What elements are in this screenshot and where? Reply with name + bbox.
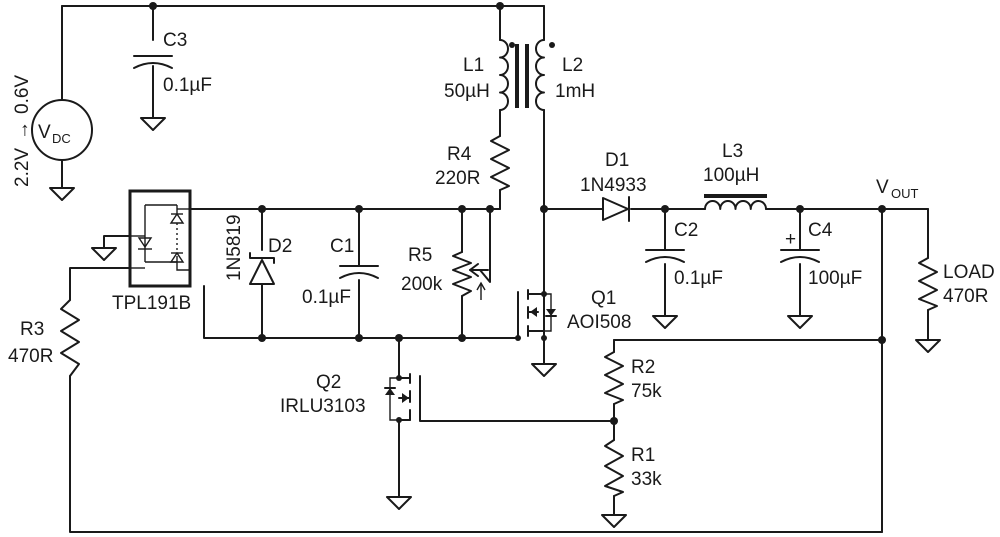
l3-value: 100µH [703,165,759,186]
tpl-name: TPL191B [112,293,191,314]
resistor-r4: R4 220R [435,135,510,191]
q1-value: AOI508 [567,312,631,333]
c3-value: 0.1µF [163,75,212,96]
diode-d2: D2 1N5819 [224,214,292,285]
r2-name: R2 [631,357,655,378]
resistor-r2: R2 75k [604,351,662,405]
resistor-load: LOAD 470R [918,257,995,311]
d1-value: 1N4933 [580,175,647,196]
c1-value: 0.1µF [302,287,351,308]
mosfet-q2: Q2 IRLU3103 [280,372,421,423]
q2-name: Q2 [316,372,341,393]
junction-dots [149,2,886,425]
r2-value: 75k [631,381,662,402]
c2-value: 0.1µF [674,268,723,289]
c4-polarity: + [785,229,796,250]
vdc-source: V DC 2.2V → 0.6V [12,75,93,187]
mosfet-q1: Q1 AOI508 [515,288,631,341]
c4-value: 100µF [808,268,862,289]
capacitor-c2: C2 0.1µF [645,220,723,289]
r4-value: 220R [435,168,480,189]
resistor-r3: R3 470R [8,299,80,377]
wires [61,5,929,533]
vout-sub: OUT [891,186,919,201]
coupled-inductors-l1-l2: L1 50µH L2 1mH [444,39,595,111]
l1-value: 50µH [444,81,490,102]
capacitor-c4: + C4 100µF [780,220,862,289]
load-name: LOAD [943,262,995,283]
q2-value: IRLU3103 [280,396,366,417]
vdc-range-from: 2.2V [12,148,33,187]
l1-name: L1 [463,55,484,76]
r5-value: 200k [401,274,443,295]
vdc-range-arrow: → [12,121,33,140]
r3-value: 470R [8,346,53,367]
r1-value: 33k [631,469,662,490]
c4-name: C4 [808,220,833,241]
l2-value: 1mH [555,81,595,102]
diode-d1: D1 1N4933 [580,150,647,222]
c2-name: C2 [674,220,698,241]
potentiometer-r5: R5 200k [401,245,489,300]
r3-name: R3 [20,319,44,340]
vout-label: V OUT [876,177,919,201]
r1-name: R1 [631,445,655,466]
c3-name: C3 [163,30,187,51]
inductor-l3: L3 100µH [703,141,767,210]
capacitor-c3: C3 0.1µF [133,30,212,96]
l2-name: L2 [562,55,583,76]
r4-name: R4 [447,144,472,165]
q1-name: Q1 [591,288,616,309]
resistor-r1: R1 33k [604,439,662,497]
r5-name: R5 [408,245,432,266]
optocoupler-tpl191b: TPL191B [112,189,192,314]
ground-symbols [49,117,941,528]
l3-name: L3 [722,141,743,162]
vdc-range-to: 0.6V [12,75,33,114]
vdc-main: V [38,122,51,143]
vout-main: V [876,177,889,198]
capacitor-c1: C1 0.1µF [302,236,379,308]
d1-name: D1 [605,150,629,171]
d2-value: 1N5819 [224,214,245,281]
vdc-sub: DC [52,131,71,146]
load-value: 470R [943,286,988,307]
d2-name: D2 [268,236,292,257]
c1-name: C1 [330,236,354,257]
